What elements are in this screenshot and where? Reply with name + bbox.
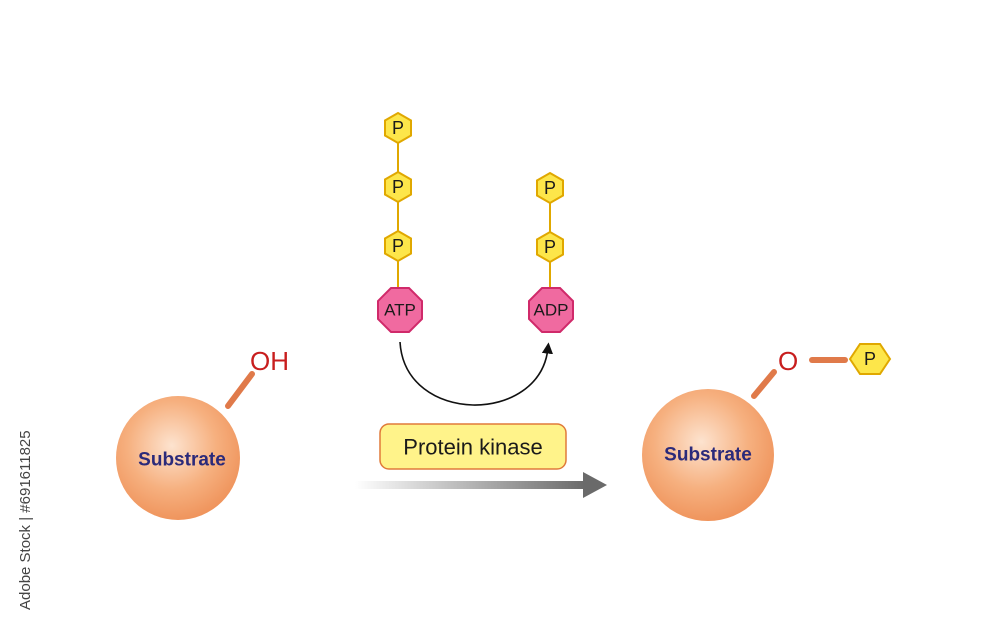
right-substrate: Substrate O P — [642, 343, 892, 521]
right-bond — [751, 369, 777, 399]
hydroxyl-label: OH — [250, 346, 289, 376]
atp-phosphate-1: P — [384, 111, 412, 145]
right-substrate-sphere — [642, 389, 774, 521]
atp-phosphate-2: P — [384, 170, 412, 204]
adp-phosphate-1: P — [536, 171, 564, 205]
atp-phosphate-3: P — [384, 229, 412, 263]
atp-phosphate-3-label: P — [392, 236, 404, 256]
atp-label: ATP — [384, 301, 416, 320]
product-phosphate-label: P — [864, 349, 876, 369]
adp-chain: P P ADP — [528, 171, 574, 333]
adp-octagon: ADP — [528, 287, 574, 333]
enzyme-label: Protein kinase — [403, 435, 542, 460]
right-substrate-label: Substrate — [664, 445, 752, 466]
atp-octagon: ATP — [377, 287, 423, 333]
reaction-arrow-icon — [355, 472, 607, 498]
atp-phosphate-2-label: P — [392, 177, 404, 197]
atp-phosphate-1-label: P — [392, 118, 404, 138]
left-substrate-label: Substrate — [138, 450, 226, 471]
watermark-text: Adobe Stock | #691611825 — [17, 430, 34, 610]
left-bond — [225, 371, 255, 409]
transfer-arrow-icon — [399, 341, 553, 406]
oxygen-label: O — [778, 346, 798, 376]
product-phosphate: P — [848, 343, 892, 375]
left-substrate-sphere — [116, 396, 240, 520]
atp-chain: P P P ATP — [377, 111, 423, 333]
left-substrate: Substrate OH — [116, 346, 289, 520]
enzyme-box: Protein kinase — [379, 423, 567, 470]
adp-phosphate-2: P — [536, 230, 564, 264]
adp-phosphate-2-label: P — [544, 237, 556, 257]
adp-phosphate-1-label: P — [544, 178, 556, 198]
adp-label: ADP — [534, 301, 569, 320]
